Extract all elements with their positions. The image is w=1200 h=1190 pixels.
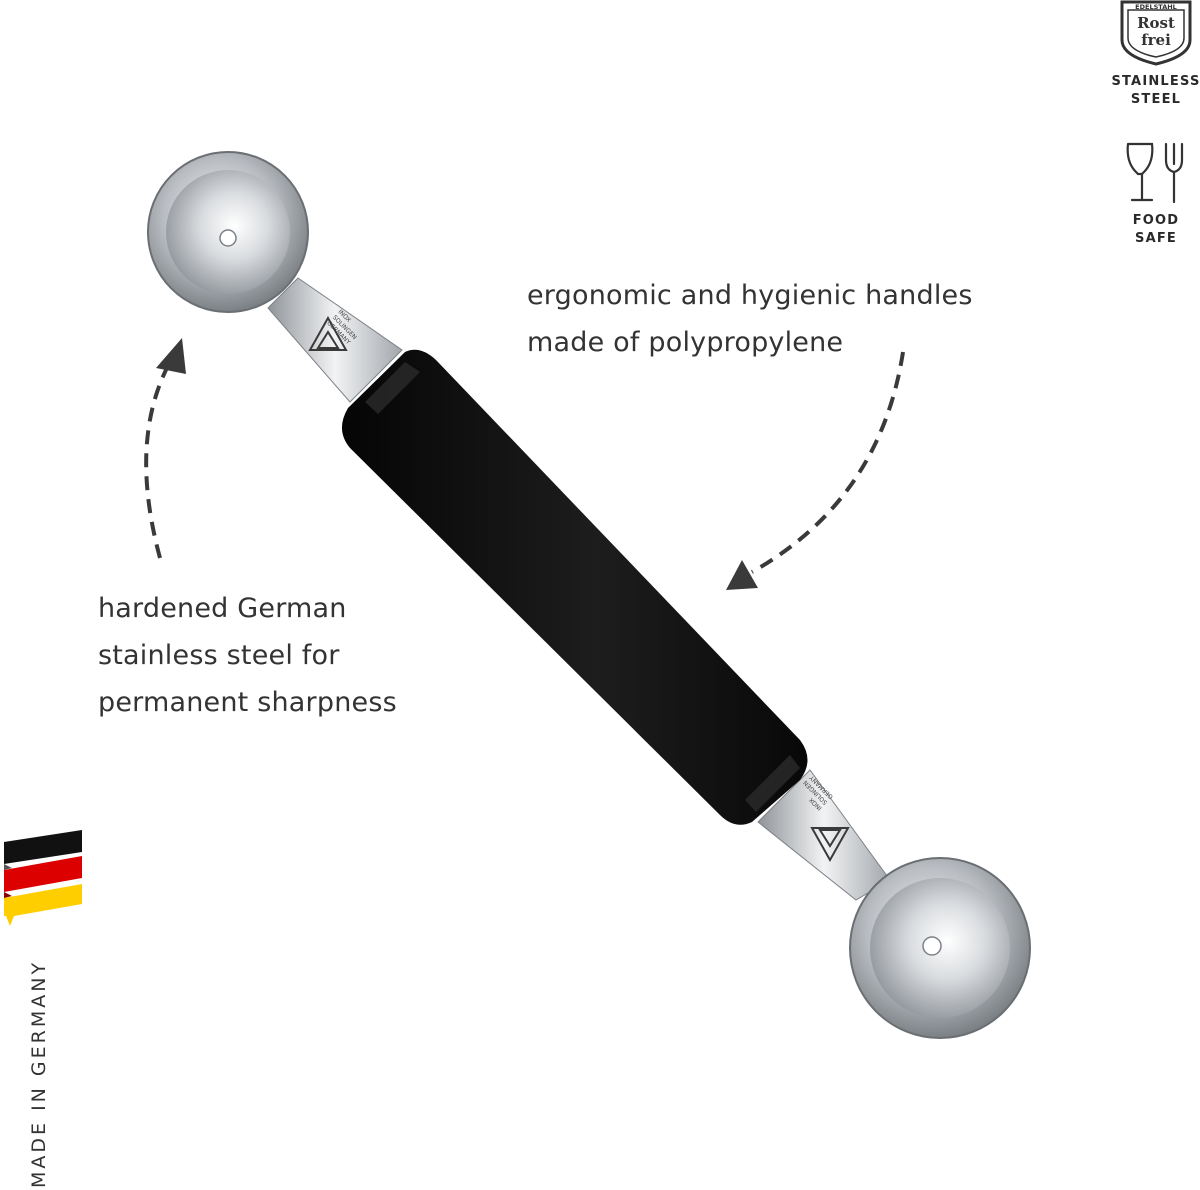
stainless-steel-badge: EDELSTAHL Rost frei STAINLESS STEEL	[1108, 0, 1200, 109]
svg-text:EDELSTAHL: EDELSTAHL	[1135, 3, 1177, 11]
handle	[341, 349, 808, 825]
left-arrow-head-icon	[156, 338, 186, 374]
glass-fork-icon	[1126, 142, 1184, 204]
svg-text:frei: frei	[1141, 31, 1171, 49]
right-dashed-arrow	[751, 351, 905, 574]
feature-handle-text: ergonomic and hygienic handles made of p…	[527, 280, 973, 358]
made-in-germany-text: MADE IN GERMANY	[28, 959, 50, 1188]
bottom-bowl-hole	[922, 936, 942, 956]
left-dashed-arrow	[144, 361, 172, 559]
top-triangle-logo-icon	[308, 315, 348, 351]
bottom-triangle-logo-icon	[810, 827, 850, 863]
right-arrow-head-icon	[726, 560, 758, 590]
german-flag-ribbon-icon	[4, 830, 82, 926]
food-safe-badge: FOOD SAFE	[1108, 140, 1200, 248]
rostfrei-seal-icon: EDELSTAHL Rost frei	[1120, 0, 1192, 66]
svg-text:Rost: Rost	[1137, 14, 1175, 32]
top-neck	[267, 277, 403, 403]
top-bowl-hole	[219, 229, 237, 247]
feature-steel-text: hardened German stainless steel for perm…	[98, 593, 397, 718]
